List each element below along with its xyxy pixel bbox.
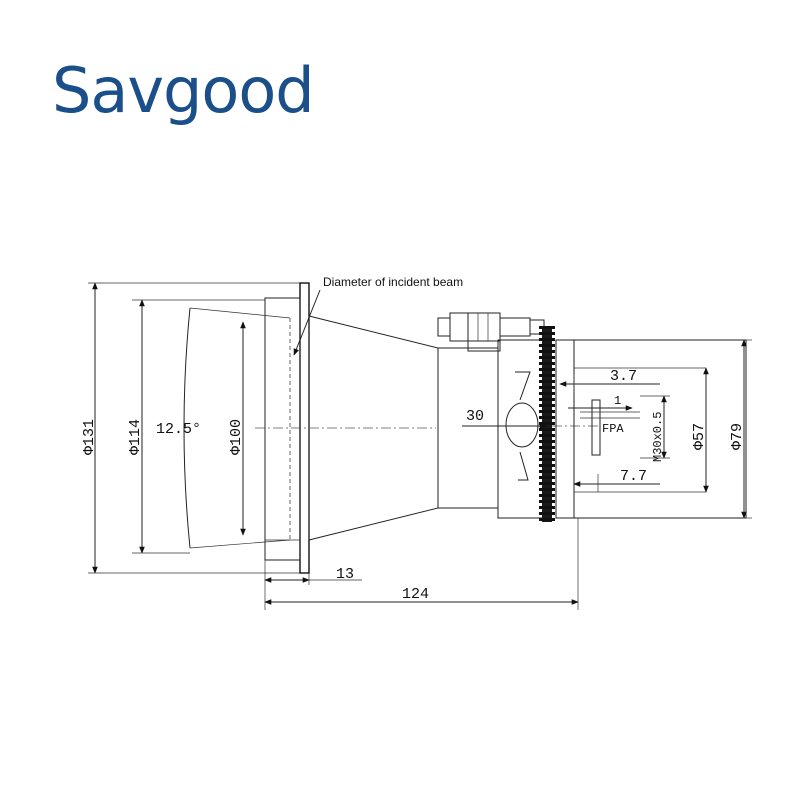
dim-131-label: Φ131 <box>81 419 98 455</box>
incident-beam-leader <box>293 289 321 356</box>
gear-tooth <box>539 356 555 359</box>
gear-tooth <box>539 482 555 485</box>
gear-tooth <box>539 494 555 497</box>
gear-tooth <box>539 476 555 479</box>
gear-tooth <box>539 398 555 401</box>
gear-tooth <box>539 434 555 437</box>
gear-tooth <box>539 410 555 413</box>
dim-100-label: Φ100 <box>228 419 245 455</box>
gear-tooth <box>539 362 555 365</box>
dim-angle-label: 12.5° <box>156 421 201 438</box>
gear-tooth <box>539 326 555 329</box>
gear-tooth <box>539 500 555 503</box>
gear-tooth <box>539 404 555 407</box>
gear-tooth <box>539 512 555 515</box>
dim-thread-label: M30x0.5 <box>651 412 665 462</box>
rear-housing <box>497 339 547 519</box>
gear-tooth <box>539 428 555 431</box>
dim-124-label: 124 <box>402 586 429 603</box>
gear-tooth <box>539 518 555 521</box>
gear-tooth <box>539 464 555 467</box>
dim-7-7-label: 7.7 <box>620 468 647 485</box>
gear-tooth <box>539 440 555 443</box>
gear-tooth <box>539 506 555 509</box>
gear-ring <box>539 326 555 522</box>
dim-79-label: Φ79 <box>729 423 746 450</box>
dim-30-label: 30 <box>466 408 484 425</box>
gear-tooth <box>539 338 555 341</box>
dim-13-label: 13 <box>336 566 354 583</box>
gear-tooth <box>539 446 555 449</box>
fpa-label: FPA <box>602 422 624 436</box>
gear-tooth <box>539 344 555 347</box>
front-lens-surface <box>183 307 191 549</box>
gear-tooth <box>539 452 555 455</box>
dim-114-label: Φ114 <box>127 419 144 455</box>
gear-tooth <box>539 458 555 461</box>
gear-tooth <box>539 470 555 473</box>
focus-knob <box>437 312 545 352</box>
gear-tooth <box>539 374 555 377</box>
gear-tooth <box>539 386 555 389</box>
gear-tooth <box>539 488 555 491</box>
dim-3-7-label: 3.7 <box>610 368 637 385</box>
brand-logo: Savgood <box>52 54 314 127</box>
dim-1-label: 1 <box>614 394 621 408</box>
gear-tooth <box>539 332 555 335</box>
gear-tooth <box>539 380 555 383</box>
gear-tooth <box>539 392 555 395</box>
gear-tooth <box>539 416 555 419</box>
gear-tooth <box>539 350 555 353</box>
incident-beam-label: Diameter of incident beam <box>323 275 463 289</box>
gear-tooth <box>539 368 555 371</box>
gear-tooth <box>539 422 555 425</box>
dim-57-label: Φ57 <box>691 423 708 450</box>
